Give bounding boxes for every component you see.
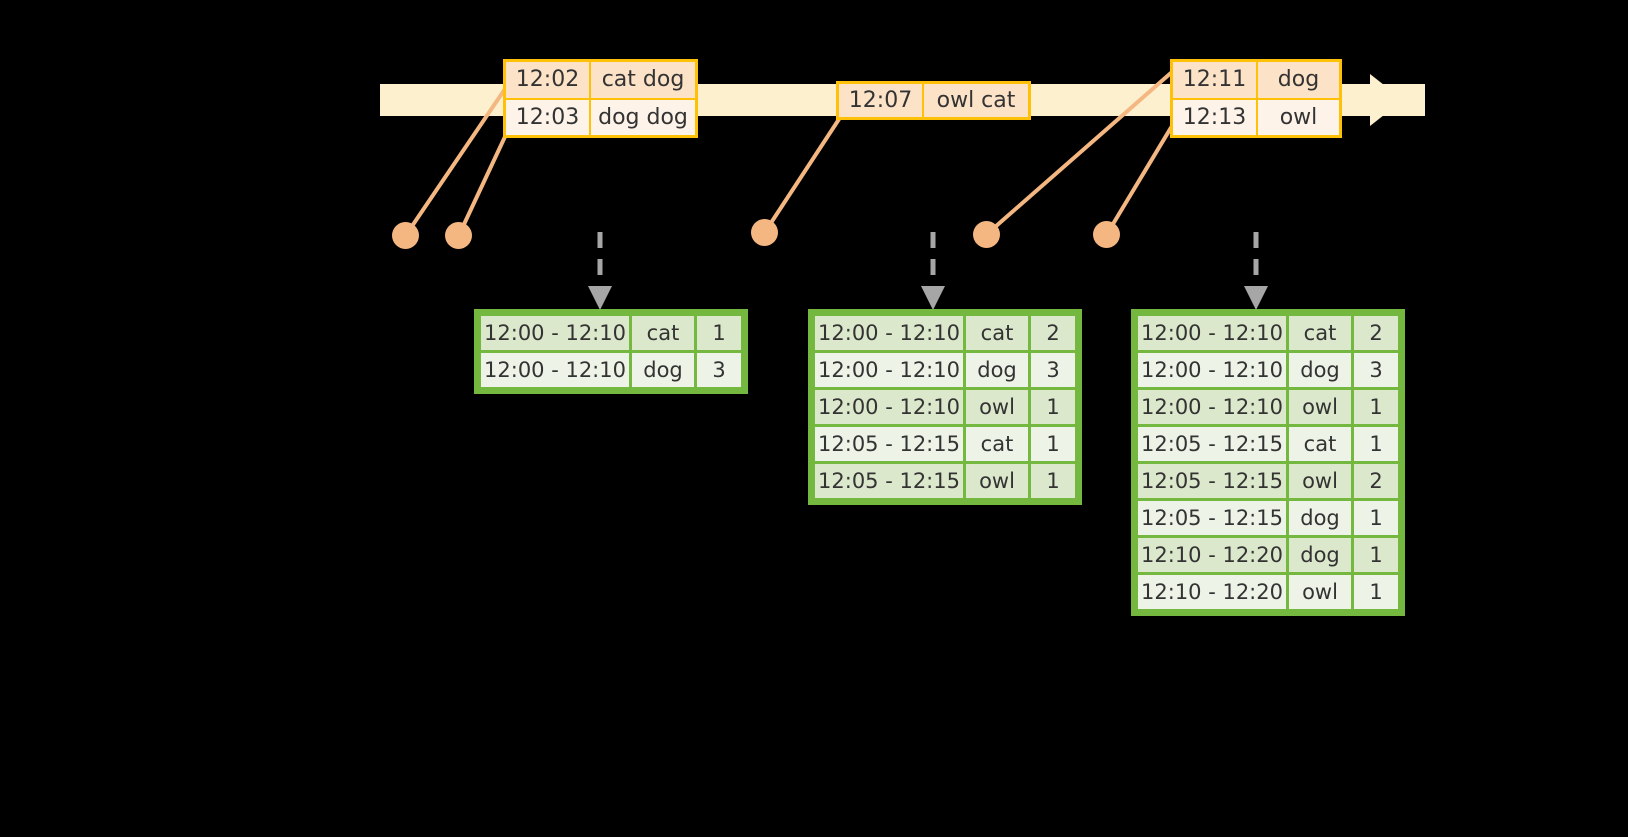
word-cell: owl	[966, 390, 1028, 424]
table-row[interactable]: 12:05 - 12:15 dog 1	[1138, 501, 1398, 535]
down-arrow-2	[921, 232, 945, 310]
count-cell: 1	[697, 316, 741, 350]
table-row[interactable]: 12:05 - 12:15 cat 1	[1138, 427, 1398, 461]
word-cell: dog	[632, 353, 694, 387]
word-cell: owl	[1289, 575, 1351, 609]
down-arrow-3	[1244, 232, 1268, 310]
window-cell: 12:05 - 12:15	[1138, 427, 1286, 461]
event-row[interactable]: 12:13 owl	[1173, 97, 1339, 135]
word-cell: cat	[966, 316, 1028, 350]
connector-dot-1202	[392, 222, 419, 249]
table-row[interactable]: 12:05 - 12:15 owl 1	[815, 464, 1075, 498]
event-text: owl cat	[924, 84, 1028, 117]
event-text: cat dog	[591, 62, 695, 98]
count-cell: 2	[1031, 316, 1075, 350]
table-row[interactable]: 12:00 - 12:10 owl 1	[1138, 390, 1398, 424]
window-cell: 12:05 - 12:15	[815, 464, 963, 498]
window-cell: 12:00 - 12:10	[1138, 390, 1286, 424]
down-arrow-1	[588, 232, 612, 310]
count-cell: 3	[1354, 353, 1398, 387]
event-text: owl	[1258, 99, 1339, 135]
count-cell: 1	[1354, 575, 1398, 609]
event-row[interactable]: 12:02 cat dog	[506, 62, 695, 98]
window-cell: 12:00 - 12:10	[1138, 316, 1286, 350]
event-time: 12:11	[1173, 62, 1258, 98]
window-cell: 12:05 - 12:15	[1138, 501, 1286, 535]
result-table-3[interactable]: 12:00 - 12:10 cat 2 12:00 - 12:10 dog 3 …	[1131, 309, 1405, 616]
event-row[interactable]: 12:03 dog dog	[506, 97, 695, 135]
table-row[interactable]: 12:10 - 12:20 dog 1	[1138, 538, 1398, 572]
window-cell: 12:00 - 12:10	[481, 316, 629, 350]
window-cell: 12:00 - 12:10	[481, 353, 629, 387]
connector-dot-1213	[1093, 221, 1120, 248]
window-cell: 12:00 - 12:10	[815, 316, 963, 350]
event-row[interactable]: 12:07 owl cat	[839, 84, 1028, 117]
word-cell: dog	[966, 353, 1028, 387]
window-cell: 12:00 - 12:10	[815, 390, 963, 424]
window-cell: 12:10 - 12:20	[1138, 538, 1286, 572]
connector-dot-1207	[751, 219, 778, 246]
table-row[interactable]: 12:05 - 12:15 cat 1	[815, 427, 1075, 461]
table-row[interactable]: 12:00 - 12:10 cat 2	[815, 316, 1075, 350]
event-time: 12:07	[839, 84, 924, 117]
window-cell: 12:00 - 12:10	[815, 353, 963, 387]
event-text: dog dog	[591, 99, 695, 135]
table-row[interactable]: 12:00 - 12:10 cat 2	[1138, 316, 1398, 350]
table-row[interactable]: 12:00 - 12:10 cat 1	[481, 316, 741, 350]
count-cell: 3	[697, 353, 741, 387]
window-cell: 12:10 - 12:20	[1138, 575, 1286, 609]
event-group-3[interactable]: 12:11 dog 12:13 owl	[1170, 59, 1342, 138]
window-cell: 12:05 - 12:15	[1138, 464, 1286, 498]
event-time: 12:03	[506, 99, 591, 135]
table-row[interactable]: 12:00 - 12:10 owl 1	[815, 390, 1075, 424]
word-cell: dog	[1289, 353, 1351, 387]
word-cell: cat	[632, 316, 694, 350]
timeline-arrowhead	[1370, 74, 1403, 126]
event-row[interactable]: 12:11 dog	[1173, 62, 1339, 98]
word-cell: owl	[966, 464, 1028, 498]
event-group-1[interactable]: 12:02 cat dog 12:03 dog dog	[503, 59, 698, 138]
count-cell: 1	[1031, 464, 1075, 498]
table-row[interactable]: 12:00 - 12:10 dog 3	[1138, 353, 1398, 387]
word-cell: dog	[1289, 501, 1351, 535]
result-table-1[interactable]: 12:00 - 12:10 cat 1 12:00 - 12:10 dog 3	[474, 309, 748, 394]
table-row[interactable]: 12:00 - 12:10 dog 3	[815, 353, 1075, 387]
event-time: 12:13	[1173, 99, 1258, 135]
word-cell: cat	[1289, 316, 1351, 350]
word-cell: owl	[1289, 464, 1351, 498]
count-cell: 3	[1031, 353, 1075, 387]
count-cell: 1	[1354, 427, 1398, 461]
count-cell: 2	[1354, 316, 1398, 350]
word-cell: cat	[966, 427, 1028, 461]
count-cell: 2	[1354, 464, 1398, 498]
count-cell: 1	[1031, 390, 1075, 424]
result-table-2[interactable]: 12:00 - 12:10 cat 2 12:00 - 12:10 dog 3 …	[808, 309, 1082, 505]
event-group-2[interactable]: 12:07 owl cat	[836, 81, 1031, 120]
event-text: dog	[1258, 62, 1339, 98]
window-cell: 12:05 - 12:15	[815, 427, 963, 461]
table-row[interactable]: 12:10 - 12:20 owl 1	[1138, 575, 1398, 609]
count-cell: 1	[1031, 427, 1075, 461]
table-row[interactable]: 12:00 - 12:10 dog 3	[481, 353, 741, 387]
count-cell: 1	[1354, 390, 1398, 424]
connector-dot-1211	[973, 221, 1000, 248]
connector-dot-1203	[445, 222, 472, 249]
count-cell: 1	[1354, 538, 1398, 572]
word-cell: dog	[1289, 538, 1351, 572]
window-cell: 12:00 - 12:10	[1138, 353, 1286, 387]
event-time: 12:02	[506, 62, 591, 98]
table-row[interactable]: 12:05 - 12:15 owl 2	[1138, 464, 1398, 498]
word-cell: cat	[1289, 427, 1351, 461]
count-cell: 1	[1354, 501, 1398, 535]
word-cell: owl	[1289, 390, 1351, 424]
